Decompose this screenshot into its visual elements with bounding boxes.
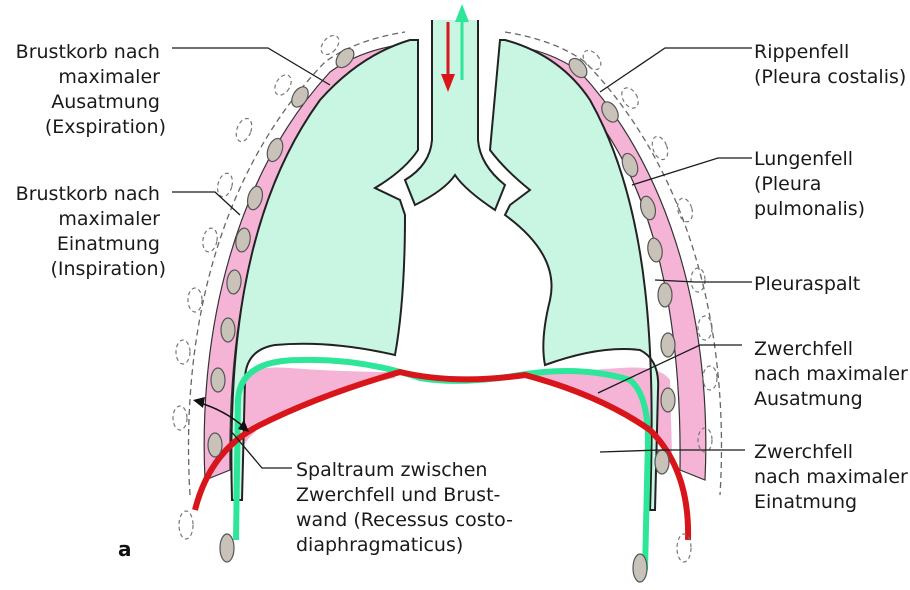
panel-label: a — [118, 537, 132, 561]
rib-ld-8 — [173, 406, 187, 430]
rib-rd-6 — [698, 316, 712, 340]
label-pleura-costalis: Rippenfell (Pleura costalis) — [754, 41, 906, 88]
rib-r-9 — [655, 450, 669, 474]
rib-l-10 — [220, 534, 234, 562]
recess-arrow-head-left-icon — [193, 397, 205, 408]
rib-rd-2 — [618, 85, 641, 111]
label-diaphragm-inspiration: Zwerchfell nach maximaler Einatmung — [754, 441, 910, 513]
rib-r-8 — [661, 388, 675, 412]
rib-ld-6 — [188, 288, 202, 312]
rib-l-8 — [211, 368, 225, 392]
rib-ld-7 — [176, 340, 190, 364]
rib-r-7 — [661, 333, 675, 357]
label-diaphragm-expiration: Zwerchfell nach maximaler Ausatmung — [754, 338, 910, 410]
label-pleuraspalt: Pleuraspalt — [754, 273, 860, 295]
leader-right-1 — [600, 48, 752, 92]
label-chest-expiration: Brustkorb nach maximaler Ausatmung (Exsp… — [16, 41, 166, 138]
rib-rd-7 — [703, 366, 717, 390]
rib-r-10 — [633, 554, 647, 582]
label-recessus: Spaltraum zwischen Zwerchfell und Brust-… — [296, 459, 519, 556]
rib-r-6 — [658, 283, 672, 307]
rib-ld-5 — [201, 227, 219, 253]
left-lung — [231, 40, 418, 500]
rib-rd-3 — [649, 134, 670, 161]
rib-ld-9 — [179, 511, 193, 539]
rib-ld-3 — [233, 116, 254, 143]
label-pleura-pulmonalis: Lungenfell (Pleura pulmonalis) — [754, 148, 865, 220]
rib-l-7 — [221, 318, 235, 342]
leader-left-top — [172, 48, 330, 85]
label-chest-inspiration: Brustkorb nach maximaler Einatmung (Insp… — [16, 183, 166, 280]
rib-l-9 — [208, 433, 222, 457]
right-lung — [490, 40, 658, 510]
leader-right-5 — [600, 450, 745, 452]
rib-ld-2 — [271, 72, 294, 98]
leader-left-mid — [172, 192, 240, 215]
arrow-out-head-icon — [455, 4, 469, 22]
rib-rd-4 — [675, 197, 695, 224]
rib-rd-5 — [691, 268, 705, 292]
trachea — [405, 20, 505, 210]
rib-rd-9 — [677, 534, 691, 562]
